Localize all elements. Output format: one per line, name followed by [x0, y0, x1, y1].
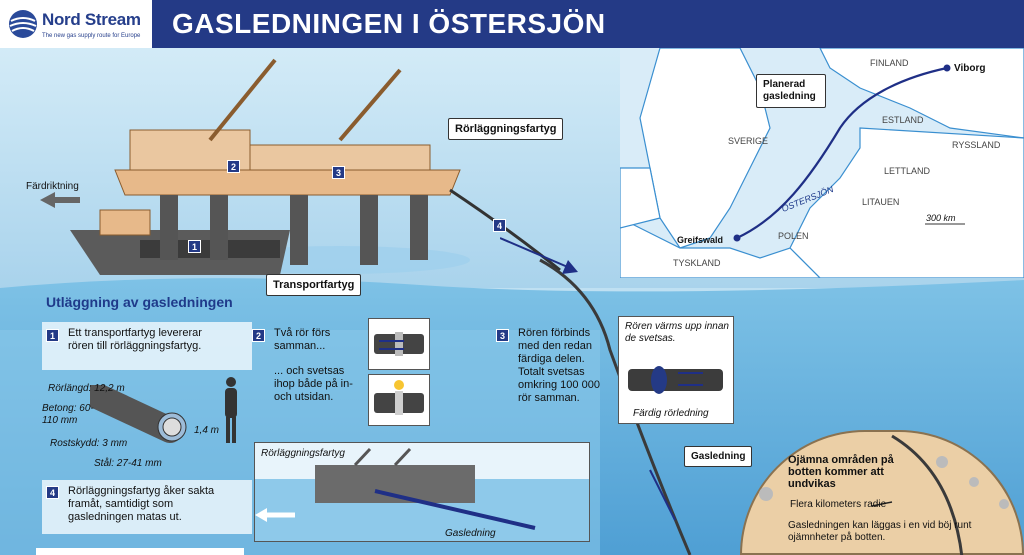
step1-num: 1: [46, 329, 59, 342]
globe-icon: [9, 10, 37, 38]
step1-band: [42, 322, 252, 370]
spec-length: Rörlängd: 12,2 m: [48, 383, 125, 394]
map-city-viborg: Viborg: [954, 63, 986, 74]
lower-pipe-label: Gasledning: [445, 528, 496, 539]
weld-panel-a: [368, 318, 430, 370]
seabed-radius: Flera kilometers radie: [790, 499, 887, 510]
lower-vessel-label: Rörläggningsfartyg: [261, 448, 345, 459]
direction-label: Färdriktning: [26, 181, 79, 192]
map-label-lettland: LETTLAND: [884, 166, 931, 176]
map-label-estland: ESTLAND: [882, 115, 924, 125]
step2-num: 2: [252, 329, 265, 342]
page-title: GASLEDNINGEN I ÖSTERSJÖN: [172, 8, 606, 39]
brand-tagline: The new gas supply route for Europe: [42, 33, 141, 39]
badge-2: 2: [227, 160, 240, 173]
badge-3: 3: [332, 166, 345, 179]
pipeline-route: [736, 66, 948, 239]
map-label-sverige: SVERIGE: [728, 136, 769, 146]
step3-num: 3: [496, 329, 509, 342]
heating-panel-bottom: Färdig rörledning: [633, 408, 709, 419]
map-city-greifswald: Greifswald: [677, 235, 724, 245]
weld-panel-b: [368, 374, 430, 426]
map-planned-callout: Planerad gasledning: [756, 74, 826, 108]
transport-vessel-callout: Transportfartyg: [266, 274, 362, 296]
step2-text-b: ... och svetsas ihop både på in- och uts…: [274, 365, 353, 403]
step3-text: Rören förbinds med den redan färdiga del…: [518, 327, 600, 404]
spec-steel: Stål: 27-41 mm: [94, 458, 162, 469]
seabed-title: Ojämna områden på botten kommer att undv…: [788, 454, 894, 490]
seabed-pipe-callout: Gasledning: [684, 446, 753, 467]
step4-num: 4: [46, 486, 59, 499]
map-label-polen: POLEN: [778, 231, 809, 241]
process-title: Utläggning av gasledningen: [46, 294, 233, 310]
heating-panel: Rören värms upp innan de svetsas. Färdig…: [618, 316, 734, 424]
step2-text-a: Två rör förs samman...: [274, 327, 331, 352]
spec-concrete: Betong: 60-110 mm: [42, 403, 94, 426]
spec-rust: Rostskydd: 3 mm: [50, 438, 128, 449]
badge-4: 4: [493, 219, 506, 232]
map-label-litauen: LITAUEN: [862, 197, 900, 207]
header-bar: [0, 0, 1024, 48]
land-denmark: [620, 167, 661, 229]
land-germany-poland: [620, 217, 821, 278]
step4-text: Rörläggningsfartyg åker sakta framåt, sa…: [68, 485, 215, 523]
spec-diameter: 1,4 m: [194, 425, 220, 436]
map-scale: 300 km: [926, 213, 956, 223]
brand-name: Nord Stream: [42, 10, 141, 29]
map-label-ryssland: RYSSLAND: [952, 140, 1001, 150]
land-finland: [819, 48, 1024, 139]
logo: Nord Stream The new gas supply route for…: [0, 0, 152, 48]
lower-vessel-panel: Rörläggningsfartyg Gasledning: [254, 442, 590, 542]
map-label-tyskland: TYSKLAND: [673, 258, 721, 268]
pipe-section-illustration: [90, 385, 187, 443]
badge-1: 1: [188, 240, 201, 253]
pipelay-deck: [114, 169, 461, 196]
pipelay-vessel-callout: Rörläggningsfartyg: [448, 118, 564, 140]
pipeline-descent: [500, 237, 692, 555]
step1-text: Ett transportfartyg levererar rören till…: [68, 327, 202, 352]
seabed-panel: Ojämna områden på botten kommer att undv…: [740, 430, 1024, 555]
map-label-finland: FINLAND: [870, 58, 909, 68]
bottom-strip: [36, 548, 244, 555]
heating-panel-top: Rören värms upp innan de svetsas.: [625, 321, 729, 344]
seabed-note: Gasledningen kan läggas i en vid böj run…: [788, 520, 972, 543]
person-scale-icon: [225, 377, 237, 443]
step4-band: [42, 480, 252, 534]
